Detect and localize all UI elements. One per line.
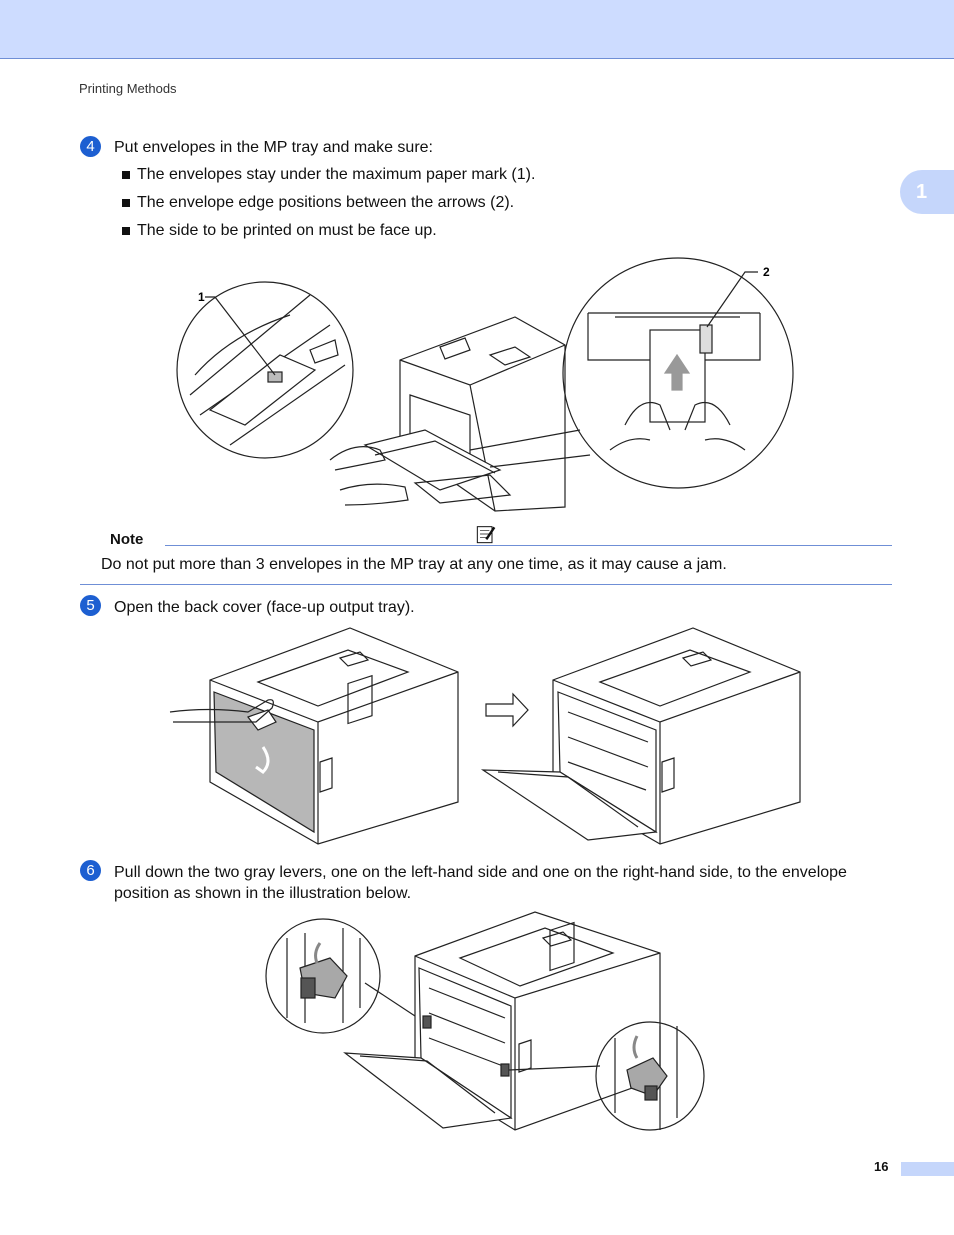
note-label: Note <box>110 531 144 548</box>
step-5-text: Open the back cover (face-up output tray… <box>114 599 415 616</box>
bullet-text: The envelopes stay under the maximum pap… <box>137 166 536 183</box>
step-4-text: Put envelopes in the MP tray and make su… <box>114 139 433 156</box>
callout-2: 2 <box>763 265 770 279</box>
bullet-square-icon <box>122 199 130 207</box>
page-number-bar <box>901 1162 954 1176</box>
bullet-item: The envelopes stay under the maximum pap… <box>122 166 535 184</box>
step-6-number: 6 <box>80 860 101 881</box>
bullet-square-icon <box>122 227 130 235</box>
note-text: Do not put more than 3 envelopes in the … <box>101 556 727 573</box>
note-divider <box>165 545 892 546</box>
note-divider <box>80 584 892 585</box>
step-6-text-line2: position as shown in the illustration be… <box>114 885 412 902</box>
chapter-tab: 1 <box>900 170 954 214</box>
chapter-tab-label: 1 <box>916 180 928 203</box>
bullet-text: The side to be printed on must be face u… <box>137 222 437 239</box>
bullet-item: The side to be printed on must be face u… <box>122 222 437 240</box>
figure-back-cover-open <box>169 627 801 845</box>
bullet-square-icon <box>122 171 130 179</box>
figure-gray-levers <box>265 911 705 1131</box>
page-number: 16 <box>874 1159 889 1174</box>
figure-envelope-mp-tray: 1 2 <box>176 257 794 512</box>
top-header-band <box>0 0 954 59</box>
step-5-number: 5 <box>80 595 101 616</box>
step-4-number: 4 <box>80 136 101 157</box>
bullet-text: The envelope edge positions between the … <box>137 194 515 211</box>
callout-1: 1 <box>198 290 205 304</box>
note-pencil-icon <box>476 526 496 544</box>
bullet-item: The envelope edge positions between the … <box>122 194 514 212</box>
step-6-text-line1: Pull down the two gray levers, one on th… <box>114 864 847 881</box>
running-head: Printing Methods <box>79 81 177 96</box>
